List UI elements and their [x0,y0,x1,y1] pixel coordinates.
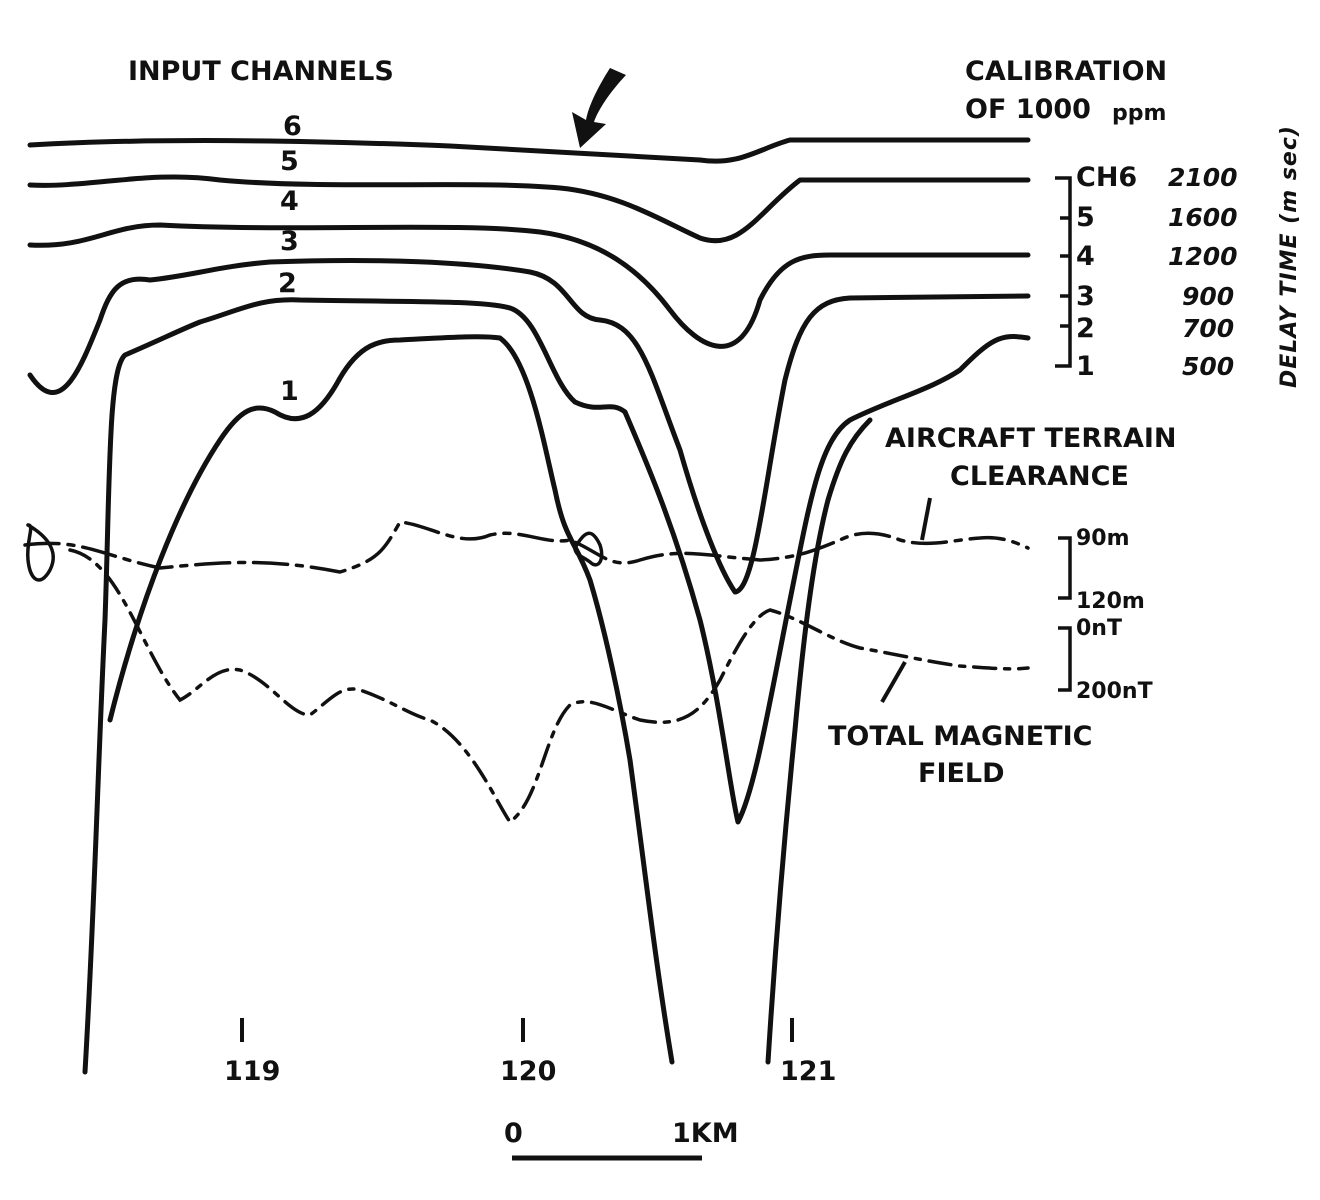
magnetic-field-pointer [880,661,907,703]
curve-label-4: 4 [280,186,299,217]
channel-4-curve [27,222,1031,349]
magnetic-scale-bottom: 200nT [1076,679,1153,704]
channel-1-curve [107,334,675,1065]
delay-value-2: 700 [1182,314,1234,343]
magnetic-field-curve [68,548,1030,825]
delay-value-ch6: 2100 [1168,163,1238,192]
magnetic-scale-top: 0nT [1076,616,1122,641]
input-channels-heading: INPUT CHANNELS [128,56,394,87]
fiducial-label-119: 119 [224,1056,280,1087]
calibration-arrow-icon [572,68,626,148]
curve-label-6: 6 [283,111,302,142]
delay-label-1: 1 [1076,351,1095,382]
channel-1-right-curve [765,417,873,1065]
delay-value-5: 1600 [1168,203,1238,232]
curve-label-5: 5 [280,146,299,177]
fiducial-label-121: 121 [780,1056,836,1087]
delay-label-ch6: CH6 [1076,162,1137,193]
delay-value-4: 1200 [1168,242,1238,271]
scale-bar-start: 0 [504,1118,523,1149]
aircraft-terrain-label-line1: AIRCRAFT TERRAIN [885,423,1176,454]
terrain-clearance-loop-left [25,523,55,582]
channel-2-curve [82,297,1031,1075]
clearance-scale-top: 90m [1076,526,1130,551]
delay-label-4: 4 [1076,241,1095,272]
channel-5-curve [27,174,1031,244]
curve-label-3: 3 [280,226,299,257]
aircraft-terrain-label-line2: CLEARANCE [950,461,1129,492]
delay-label-3: 3 [1076,281,1095,312]
magnetic-field-label-line1: TOTAL MAGNETIC [828,721,1092,752]
curve-label-1: 1 [280,376,299,407]
fiducial-label-120: 120 [500,1056,556,1087]
delay-label-5: 5 [1076,202,1095,233]
calibration-heading-line1: CALIBRATION [965,56,1167,87]
magnetic-field-label-line2: FIELD [918,758,1005,789]
channel-3-curve [27,257,1031,595]
curve-label-2: 2 [278,268,297,299]
clearance-scale-bottom: 120m [1076,589,1145,614]
magnetic-bracket [1058,626,1072,692]
channel-bracket [1055,176,1072,368]
aircraft-terrain-pointer [920,497,932,541]
channel-6-curve [27,137,1031,164]
delay-value-1: 500 [1182,352,1234,381]
calibration-unit: ppm [1112,101,1166,126]
delay-time-axis-label: DELAY TIME (m sec) [1277,125,1302,388]
clearance-bracket [1058,536,1072,600]
terrain-clearance-loop-mid [573,531,604,567]
delay-value-3: 900 [1182,282,1234,311]
delay-label-2: 2 [1076,313,1095,344]
scale-bar-end: 1KM [672,1118,739,1149]
calibration-heading-line2: OF 1000 [965,94,1091,125]
